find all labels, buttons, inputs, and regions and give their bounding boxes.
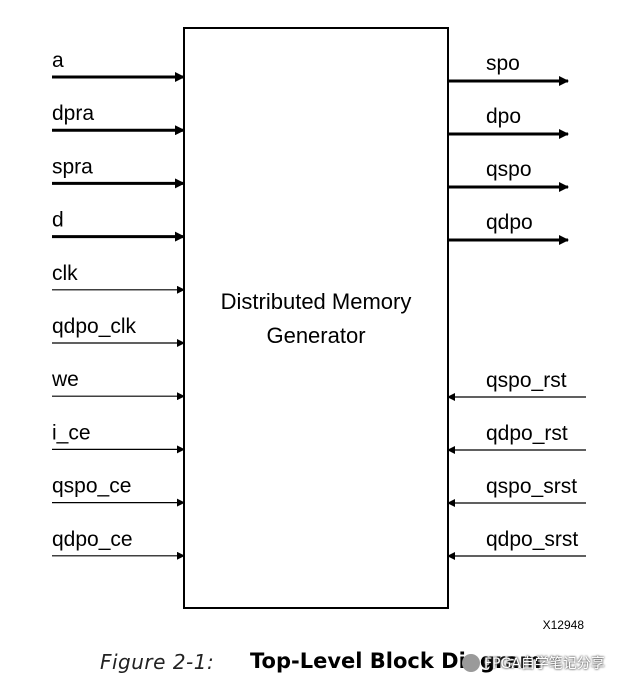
output-label-qdpo: qdpo	[486, 211, 533, 234]
output-label-dpo: dpo	[486, 105, 521, 128]
input-label-spra: spra	[52, 155, 93, 178]
watermark-text: FPGA自学笔记分享	[484, 656, 605, 672]
input-label-i-ce: i_ce	[52, 421, 91, 444]
reset-label-qdpo-rst: qdpo_rst	[486, 422, 568, 445]
input-label-dpra: dpra	[52, 102, 94, 125]
reset-label-qspo-rst: qspo_rst	[486, 369, 567, 392]
output-label-spo: spo	[486, 52, 520, 75]
input-label-qspo-ce: qspo_ce	[52, 475, 131, 498]
input-label-d: d	[52, 209, 64, 232]
block-title-line2: Generator	[266, 323, 365, 348]
right-output-ports: spo dpo qspo qdpo	[448, 52, 569, 245]
block-box	[183, 27, 449, 609]
figure-title: Top-Level Block Diagram	[250, 649, 542, 673]
input-label-a: a	[52, 49, 64, 72]
output-label-qspo: qspo	[486, 158, 532, 181]
watermark: FPGA自学笔记分享	[462, 650, 632, 676]
figure-id: X12948	[543, 618, 585, 632]
block-title-line1: Distributed Memory	[221, 289, 412, 314]
input-label-clk: clk	[52, 262, 78, 285]
input-label-we: we	[51, 368, 79, 391]
watermark-logo-icon	[462, 654, 480, 672]
figure-number: Figure 2-1:	[100, 650, 215, 674]
reset-label-qdpo-srst: qdpo_srst	[486, 528, 578, 551]
input-label-qdpo-ce: qdpo_ce	[52, 528, 133, 551]
reset-label-qspo-srst: qspo_srst	[486, 475, 577, 498]
figure-caption: Figure 2-1: Top-Level Block Diagram	[0, 642, 637, 682]
right-input-ports: qspo_rst qdpo_rst qspo_srst qdpo_srst	[447, 369, 586, 560]
input-label-qdpo-clk: qdpo_clk	[52, 315, 137, 338]
